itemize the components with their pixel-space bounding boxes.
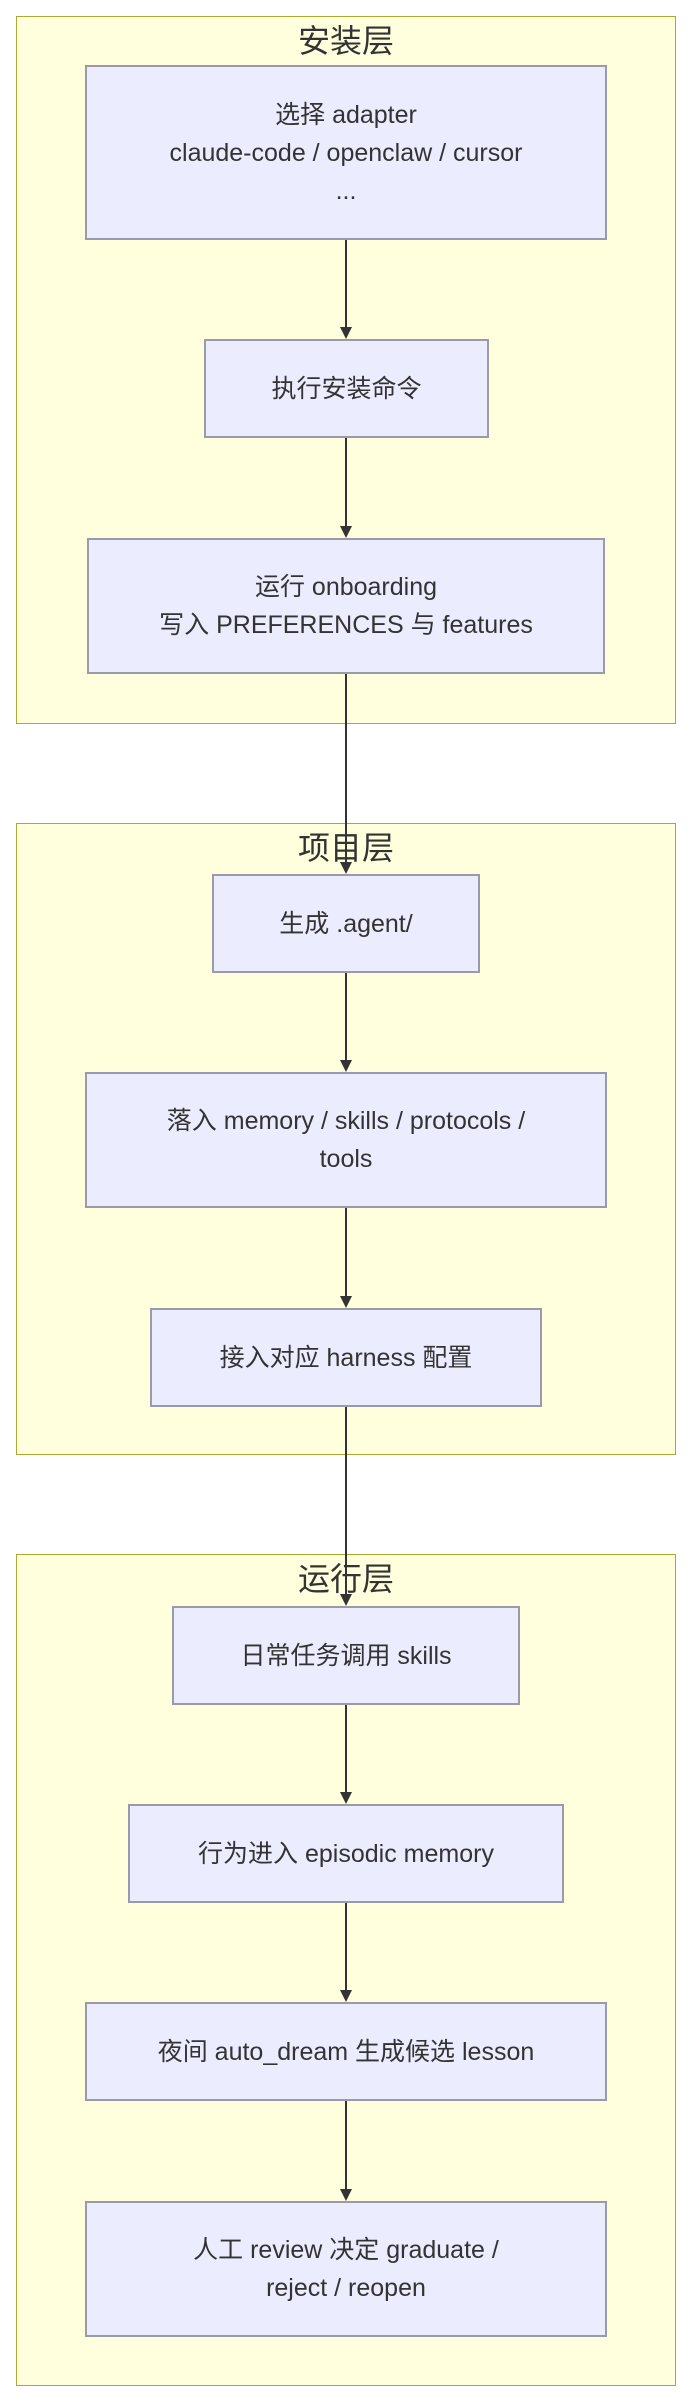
node-run-install: 执行安装命令	[204, 339, 489, 438]
node-human-review-line1: 人工 review 决定 graduate /	[193, 2236, 499, 2264]
node-run-onboarding-line1: 运行 onboarding	[254, 573, 438, 601]
node-run-install-line1: 执行安装命令	[271, 374, 422, 403]
node-run-onboarding-line2: 写入 PREFERENCES 与 features	[159, 611, 533, 639]
node-choose-adapter-line2: claude-code / openclaw / cursor	[169, 138, 523, 167]
node-auto-dream-line1: 夜间 auto_dream 生成候选 lesson	[157, 2037, 535, 2066]
node-auto-dream: 夜间 auto_dream 生成候选 lesson	[85, 2002, 607, 2101]
node-choose-adapter-line3: ...	[335, 176, 357, 205]
node-connect-harness: 接入对应 harness 配置	[150, 1308, 542, 1407]
node-gen-agent: 生成 .agent/	[212, 874, 480, 973]
node-episodic-memory: 行为进入 episodic memory	[128, 1804, 564, 1903]
node-run-onboarding: 运行 onboarding 写入 PREFERENCES 与 features	[87, 538, 605, 674]
node-episodic-memory-line1: 行为进入 episodic memory	[198, 1839, 494, 1868]
node-gen-agent-line1: 生成 .agent/	[279, 909, 413, 938]
node-daily-skills: 日常任务调用 skills	[172, 1606, 520, 1705]
node-choose-adapter: 选择 adapter claude-code / openclaw / curs…	[85, 65, 607, 240]
node-land-files-line1: 落入 memory / skills / protocols /	[166, 1107, 526, 1135]
node-human-review-line2: reject / reopen	[266, 2274, 426, 2302]
group-title-install: 安装层	[297, 23, 394, 59]
node-daily-skills-line1: 日常任务调用 skills	[240, 1641, 452, 1670]
node-land-files: 落入 memory / skills / protocols / tools	[85, 1072, 607, 1208]
node-human-review: 人工 review 决定 graduate / reject / reopen	[85, 2201, 607, 2337]
node-land-files-line2: tools	[319, 1145, 373, 1173]
node-connect-harness-line1: 接入对应 harness 配置	[219, 1343, 473, 1372]
node-choose-adapter-line1: 选择 adapter	[275, 100, 417, 129]
